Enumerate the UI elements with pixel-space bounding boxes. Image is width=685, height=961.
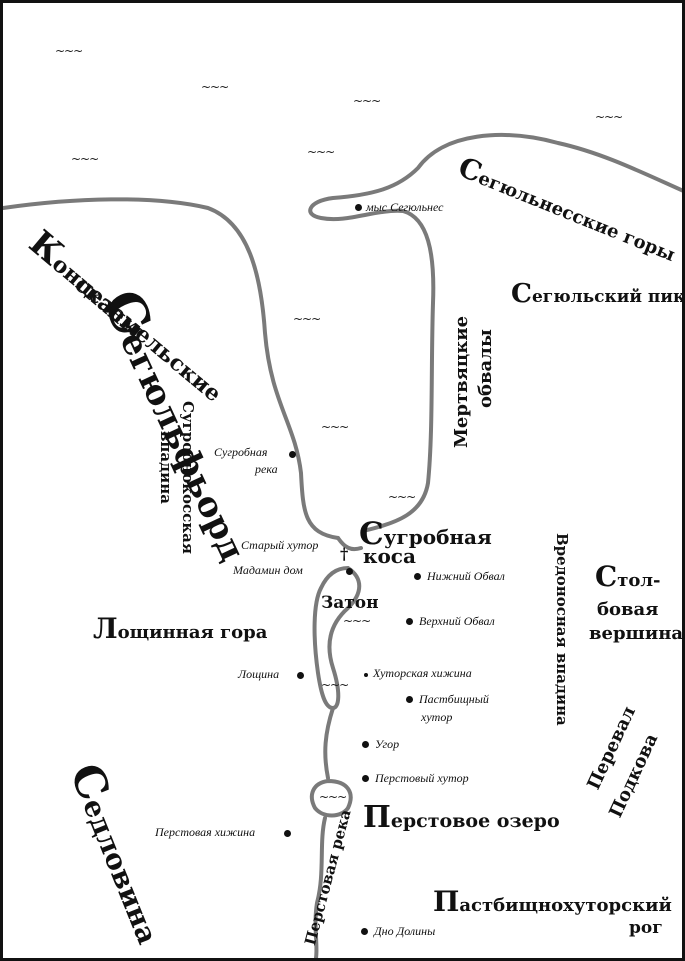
snow-valley-label-1: Сугробнокосская <box>179 401 197 554</box>
place-finger-farm: Перстовый хутор <box>375 771 469 785</box>
settlement-dot-icon <box>355 204 362 211</box>
table-peak-label-2: бовая <box>597 599 659 620</box>
place-pasture-farm-1: Пастбищный <box>419 692 489 706</box>
place-old-farm: Старый хутор <box>241 538 319 552</box>
place-cape: мыс Сегюльнес <box>366 200 444 214</box>
settlement-dot-icon <box>289 451 296 458</box>
settlement-dot-icon <box>414 573 421 580</box>
place-upper-slide: Верхний Обвал <box>419 614 495 628</box>
finger-lake-label: Перстовое озеро <box>363 799 560 834</box>
terrain-lines <box>3 133 682 958</box>
snow-valley-label-2: впадина <box>157 431 175 504</box>
place-pasture-farm-2: хутор <box>421 710 453 724</box>
wave-glyph-icon: ~~~ <box>353 94 381 108</box>
wave-glyph-icon: ~~~ <box>307 145 335 159</box>
settlement-dot-icon <box>284 830 291 837</box>
dead-slopes-label-1: Мертвяцкие <box>451 315 472 448</box>
settlement-dot-icon <box>364 673 368 677</box>
place-snow-river-2: река <box>255 462 278 476</box>
place-valley-bottom: Дно Долины <box>374 924 436 938</box>
settlement-dot-icon <box>346 568 353 575</box>
settlement-dot-icon <box>361 928 368 935</box>
wave-glyph-icon: ~~~ <box>343 614 371 628</box>
settlement-dot-icon <box>406 618 413 625</box>
fjord-east-shore <box>308 133 682 533</box>
spit-neck <box>336 536 363 552</box>
wave-glyph-icon: ~~~ <box>201 80 229 94</box>
wave-glyph-icon: ~~~ <box>321 678 349 692</box>
table-peak-label-1: Стол- <box>595 560 661 593</box>
peak-label: Сегюльский пик <box>511 278 685 309</box>
wave-glyph-icon: ~~~ <box>321 420 349 434</box>
place-madamin-house: Мадамин дом <box>233 563 303 577</box>
river-upper <box>323 706 335 780</box>
fjord-west-shore <box>3 197 340 540</box>
wave-glyph-icon: ~~~ <box>55 44 83 58</box>
dead-slopes-label-2: обвалы <box>475 329 496 408</box>
settlement-dot-icon <box>362 775 369 782</box>
place-finger-hut: Перстовая хижина <box>155 825 256 839</box>
place-ugor: Угор <box>375 737 400 751</box>
table-peak-label-3: вершина <box>589 623 684 644</box>
finger-lake-outline <box>309 778 353 818</box>
river-lower <box>313 816 327 958</box>
settlement-dot-icon <box>406 696 413 703</box>
wave-glyph-icon: ~~~ <box>71 152 99 166</box>
church-cross-icon: † <box>340 544 349 563</box>
horn-label-1: Пастбищнохуторский <box>433 885 672 918</box>
place-hollow: Лощина <box>238 667 280 681</box>
horn-label-2: рог <box>629 918 663 938</box>
place-lower-slide: Нижний Обвал <box>427 569 505 583</box>
settlement-dot-icon <box>297 672 304 679</box>
harm-valley-label: Вредоносная впадина <box>553 533 571 726</box>
wave-glyph-icon: ~~~ <box>388 490 416 504</box>
spit-label-2: коса <box>363 544 416 568</box>
place-snow-river-1: Сугробная <box>214 445 268 459</box>
hollow-mountain-label: Лощинная гора <box>93 612 268 645</box>
spit-label-1: Сугробная <box>359 516 492 552</box>
settlement-dot-icon <box>362 741 369 748</box>
place-farm-hut: Хуторская хижина <box>373 666 472 680</box>
wave-glyph-icon: ~~~ <box>293 312 321 326</box>
backwater-label: Затон <box>321 593 379 613</box>
wave-glyph-icon: ~~~ <box>595 110 623 124</box>
wave-glyph-icon: ~~~ <box>319 790 347 804</box>
